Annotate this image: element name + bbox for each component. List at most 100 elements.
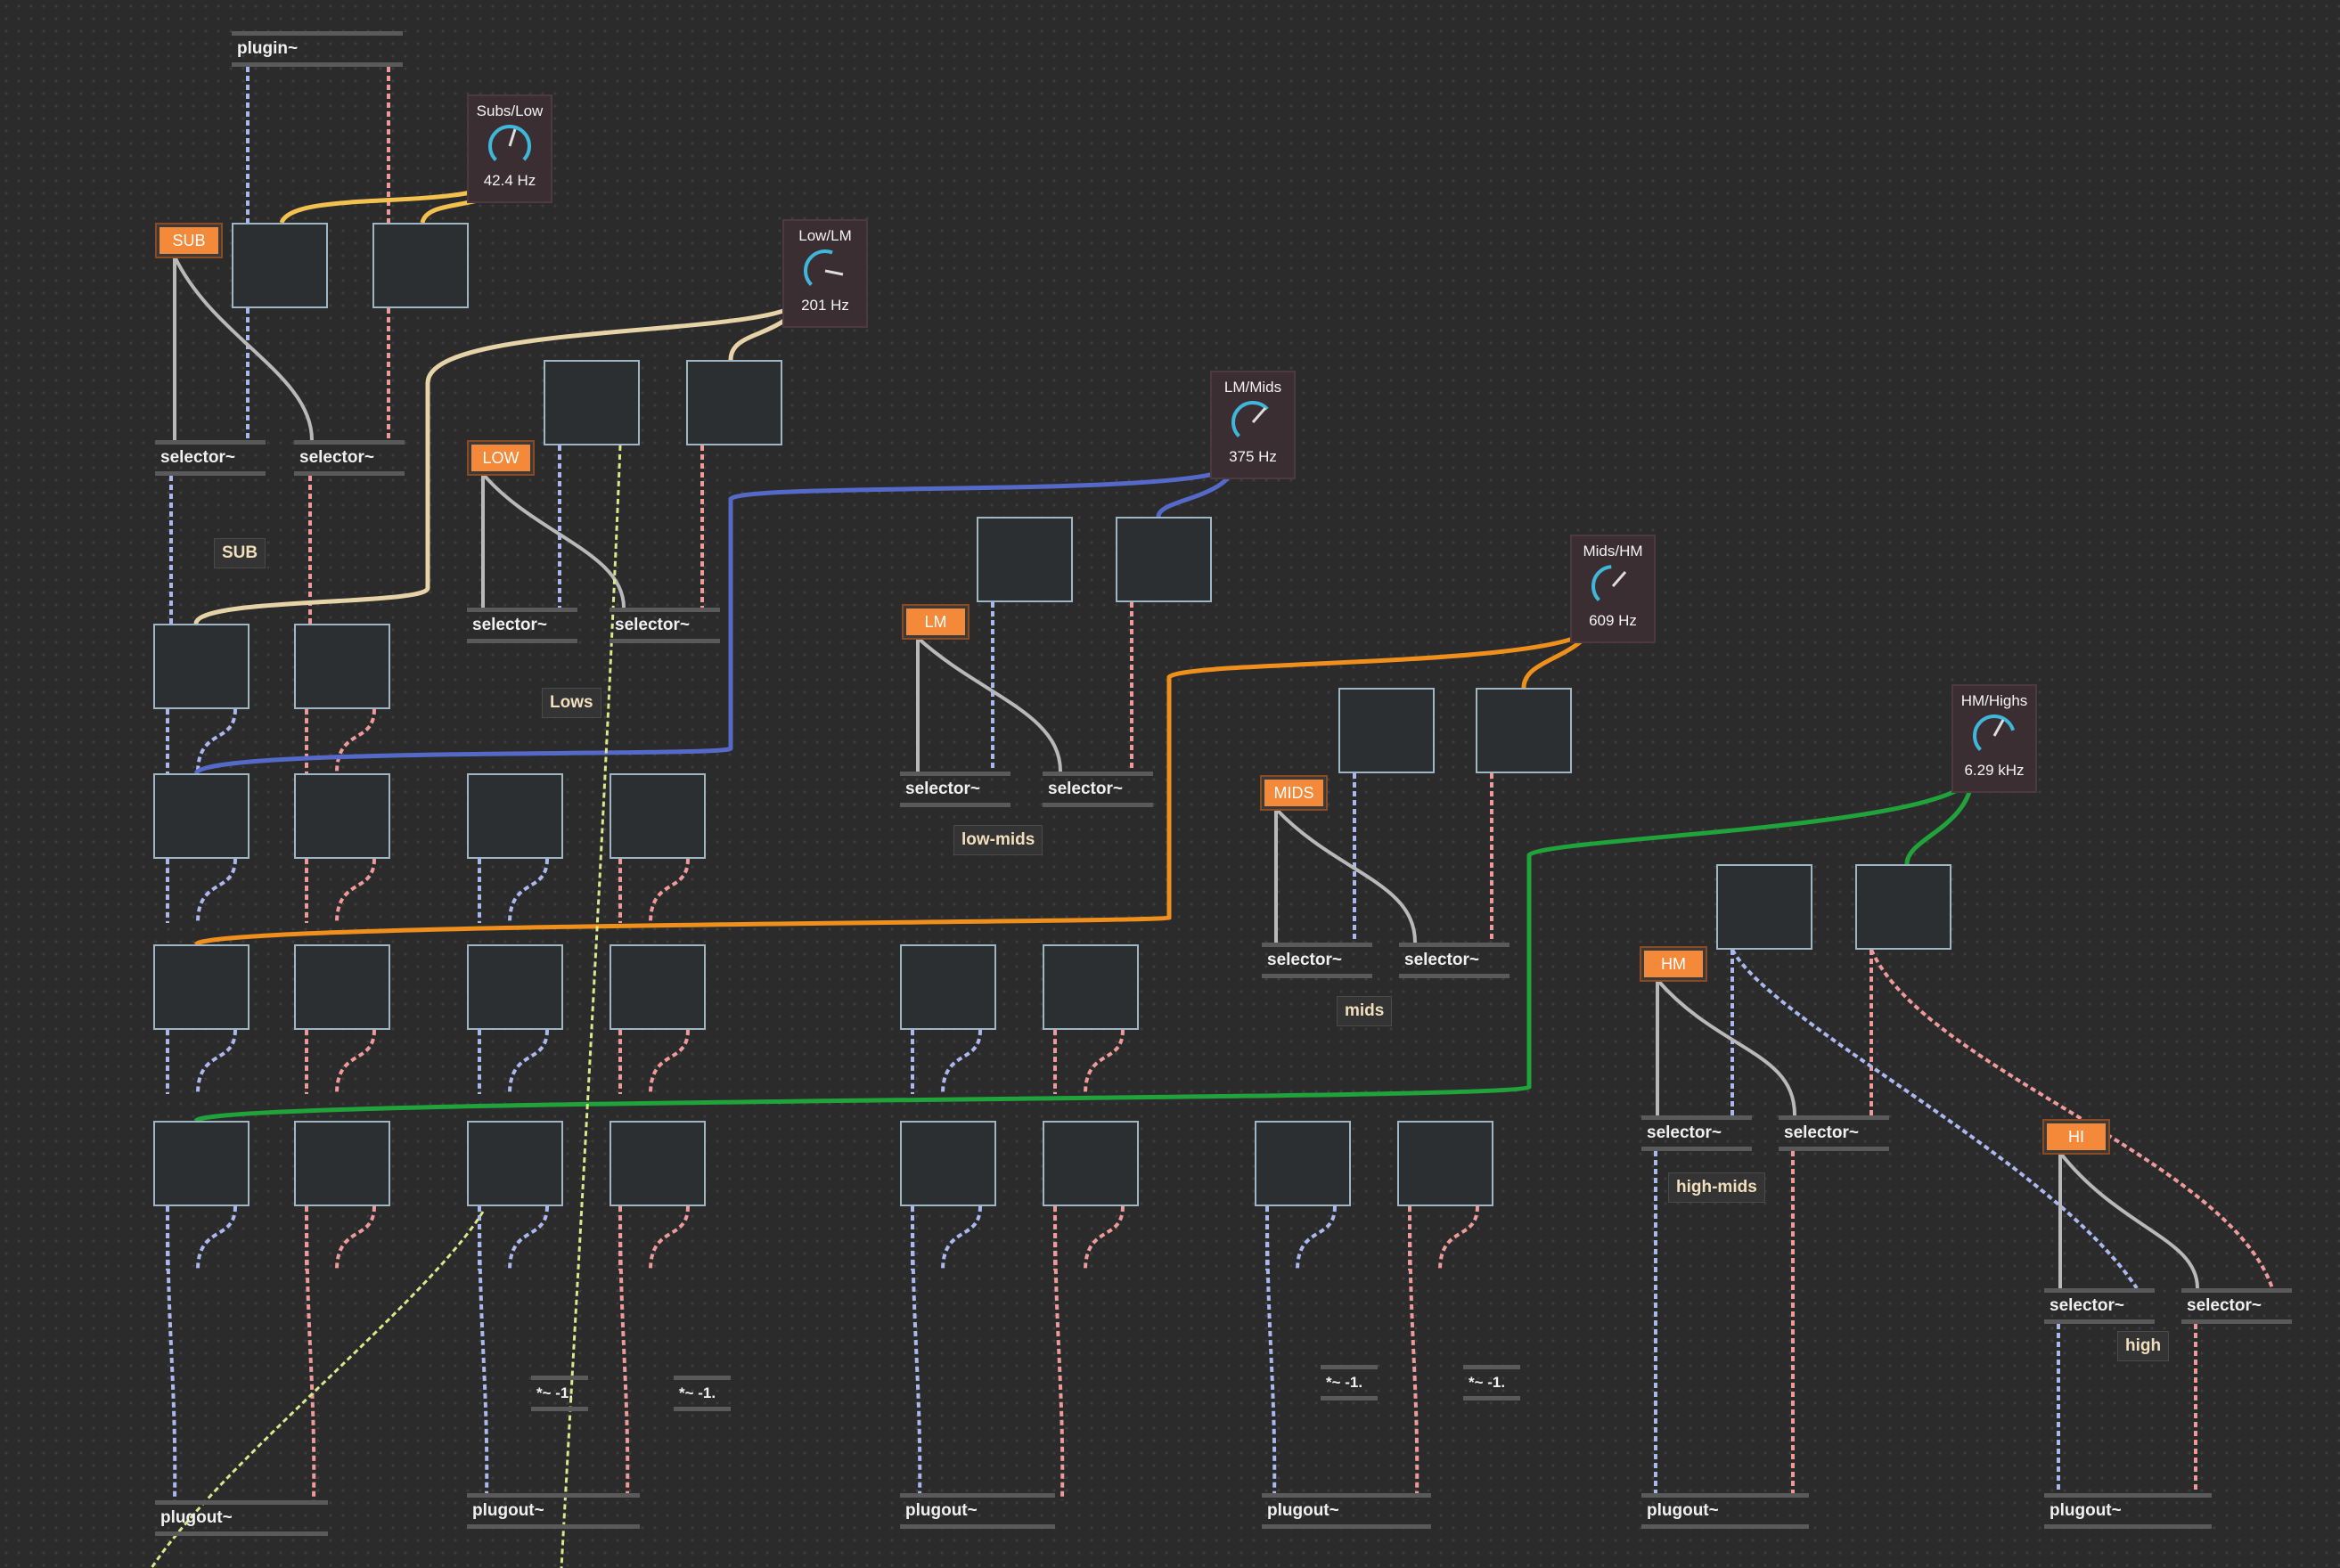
dial-value: 6.29 kHz xyxy=(1964,762,2025,779)
patch-cord xyxy=(481,472,626,608)
patch-cord xyxy=(335,858,376,924)
dial-label: HM/Highs xyxy=(1960,692,2028,709)
crossover-dial-low-lm[interactable]: Low/LM 201 Hz xyxy=(782,219,868,328)
patch-cord xyxy=(305,1205,316,1501)
dial-label: LM/Mids xyxy=(1223,379,1282,396)
crossover-filter[interactable] xyxy=(1338,688,1435,773)
invert-object[interactable]: *~ -1. xyxy=(674,1376,731,1411)
patch-cord xyxy=(193,461,1238,775)
patch-cord xyxy=(335,708,376,774)
selector-object[interactable]: selector~ xyxy=(2181,1288,2292,1324)
selector-object[interactable]: selector~ xyxy=(1641,1115,1752,1151)
selector-object[interactable]: selector~ xyxy=(2044,1288,2155,1324)
allpass-filter[interactable] xyxy=(1397,1121,1493,1206)
invert-object[interactable]: *~ -1. xyxy=(1321,1365,1378,1401)
selector-object[interactable]: selector~ xyxy=(155,440,266,476)
crossover-filter[interactable] xyxy=(232,223,328,308)
allpass-filter[interactable] xyxy=(294,944,390,1030)
selector-object[interactable]: selector~ xyxy=(294,440,405,476)
allpass-filter[interactable] xyxy=(900,1121,996,1206)
patch-cord xyxy=(1656,978,1796,1116)
crossover-dial-subs-low[interactable]: Subs/Low 42.4 Hz xyxy=(467,94,552,203)
dial-knob-icon xyxy=(1231,401,1274,444)
patch-cord xyxy=(1408,1205,1420,1501)
allpass-filter[interactable] xyxy=(294,1121,390,1206)
crossover-filter[interactable] xyxy=(544,360,640,445)
comment-sub: SUB xyxy=(214,538,266,568)
dial-knob-icon xyxy=(488,125,531,167)
patch-cord xyxy=(508,1029,549,1095)
comment-low-mids: low-mids xyxy=(953,825,1043,855)
patch-cord xyxy=(941,1029,982,1095)
allpass-filter[interactable] xyxy=(153,1121,250,1206)
plugout-object[interactable]: plugout~ xyxy=(900,1493,1055,1529)
selector-object[interactable]: selector~ xyxy=(900,772,1010,807)
plugin-object[interactable]: plugin~ xyxy=(232,31,403,67)
selector-object[interactable]: selector~ xyxy=(1262,943,1372,978)
toggle-lm[interactable]: LM xyxy=(902,604,970,640)
patch-cord xyxy=(196,1205,237,1271)
dial-value: 609 Hz xyxy=(1589,612,1637,629)
crossover-filter[interactable] xyxy=(1855,864,1951,950)
patch-cord xyxy=(2058,1151,2199,1289)
crossover-filter[interactable] xyxy=(1716,864,1812,950)
allpass-filter[interactable] xyxy=(153,624,250,709)
comment-mids: mids xyxy=(1337,996,1393,1026)
crossover-filter[interactable] xyxy=(977,517,1073,602)
patch-cord xyxy=(508,1205,549,1271)
allpass-filter[interactable] xyxy=(610,773,706,859)
allpass-filter[interactable] xyxy=(467,773,563,859)
selector-object[interactable]: selector~ xyxy=(467,608,577,643)
allpass-filter[interactable] xyxy=(1043,1121,1139,1206)
dial-value: 201 Hz xyxy=(801,297,849,314)
plugout-object[interactable]: plugout~ xyxy=(155,1500,328,1536)
allpass-filter[interactable] xyxy=(467,944,563,1030)
crossover-filter[interactable] xyxy=(1116,517,1212,602)
plugout-object[interactable]: plugout~ xyxy=(2044,1493,2212,1529)
patch-cord xyxy=(193,624,1596,947)
crossover-dial-mids-hm[interactable]: Mids/HM 609 Hz xyxy=(1570,535,1656,643)
patch-cord xyxy=(196,1029,237,1095)
toggle-sub[interactable]: SUB xyxy=(155,223,223,258)
allpass-filter[interactable] xyxy=(610,1121,706,1206)
plugout-object[interactable]: plugout~ xyxy=(1262,1493,1431,1529)
allpass-filter[interactable] xyxy=(294,773,390,859)
dial-value: 375 Hz xyxy=(1229,448,1277,465)
toggle-mids[interactable]: MIDS xyxy=(1260,775,1328,811)
toggle-hm[interactable]: HM xyxy=(1640,946,1707,982)
patch-cord xyxy=(1870,949,2274,1289)
crossover-dial-lm-mids[interactable]: LM/Mids 375 Hz xyxy=(1210,371,1296,479)
patch-cord xyxy=(618,1205,630,1501)
allpass-filter[interactable] xyxy=(153,944,250,1030)
comment-high: high xyxy=(2117,1331,2170,1361)
allpass-filter[interactable] xyxy=(1255,1121,1351,1206)
allpass-filter[interactable] xyxy=(610,944,706,1030)
patch-cord xyxy=(649,858,690,924)
invert-object[interactable]: *~ -1. xyxy=(1463,1365,1520,1401)
patch-cord xyxy=(916,636,1062,772)
invert-object[interactable]: *~ -1. xyxy=(531,1376,588,1411)
comment-lows: Lows xyxy=(542,688,601,718)
toggle-low[interactable]: LOW xyxy=(467,440,535,476)
crossover-filter[interactable] xyxy=(1476,688,1572,773)
selector-object[interactable]: selector~ xyxy=(1779,1115,1889,1151)
patch-cord xyxy=(1084,1205,1125,1271)
selector-object[interactable]: selector~ xyxy=(1399,943,1510,978)
crossover-filter[interactable] xyxy=(372,223,469,308)
dial-label: Subs/Low xyxy=(476,102,544,119)
allpass-filter[interactable] xyxy=(294,624,390,709)
crossover-filter[interactable] xyxy=(686,360,782,445)
allpass-filter[interactable] xyxy=(1043,944,1139,1030)
toggle-hi[interactable]: HI xyxy=(2042,1119,2110,1155)
crossover-dial-hm-highs[interactable]: HM/Highs 6.29 kHz xyxy=(1951,684,2037,793)
patch-cord xyxy=(1730,949,2139,1290)
plugout-object[interactable]: plugout~ xyxy=(1641,1493,1809,1529)
allpass-filter[interactable] xyxy=(153,773,250,859)
selector-object[interactable]: selector~ xyxy=(610,608,720,643)
selector-object[interactable]: selector~ xyxy=(1043,772,1153,807)
allpass-filter[interactable] xyxy=(900,944,996,1030)
plugout-object[interactable]: plugout~ xyxy=(467,1493,640,1529)
allpass-filter[interactable] xyxy=(467,1121,563,1206)
dial-knob-icon xyxy=(1591,565,1634,608)
patch-cord xyxy=(193,298,805,625)
